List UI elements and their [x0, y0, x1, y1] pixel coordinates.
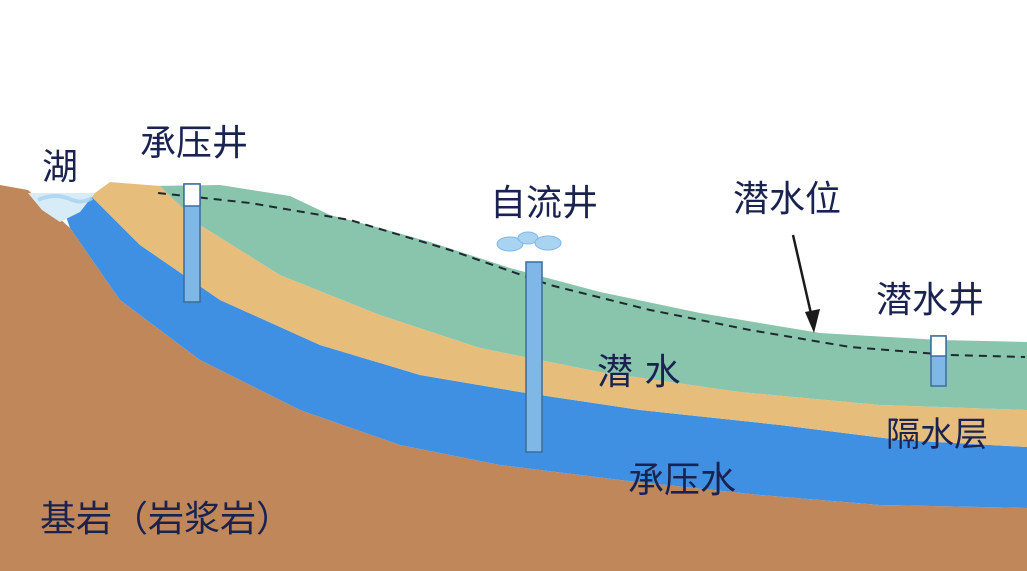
- confined-well-label: 承压井: [140, 123, 249, 164]
- artesian-well-label: 自流井: [490, 183, 599, 224]
- phreatic-well-label: 潜水井: [876, 280, 985, 321]
- lake-ripple: [37, 194, 94, 204]
- artesian-well-pipe: [525, 261, 543, 453]
- bedrock-layer: [0, 185, 1027, 571]
- water-table-arrow-shaft: [791, 234, 814, 319]
- water-table-line: [157, 192, 1026, 358]
- water-table-arrow-head: [805, 309, 820, 333]
- bedrock-label: 基岩（岩浆岩）: [40, 499, 293, 540]
- confined-aquifer-layer: [62, 195, 1027, 508]
- aquiclude-label: 隔水层: [886, 415, 988, 455]
- confined-well-cap: [183, 183, 201, 207]
- lake-label: 湖: [42, 147, 79, 188]
- confined-water-label: 承压水: [628, 460, 737, 501]
- water-table-label: 潜水位: [733, 179, 842, 220]
- phreatic-aquifer-layer: [150, 185, 1027, 410]
- aquiclude-layer: [90, 182, 1027, 447]
- artesian-water-spray: [496, 231, 562, 252]
- phreatic-well-cap: [930, 335, 947, 357]
- phreatic-water-label: 潜 水: [597, 352, 681, 393]
